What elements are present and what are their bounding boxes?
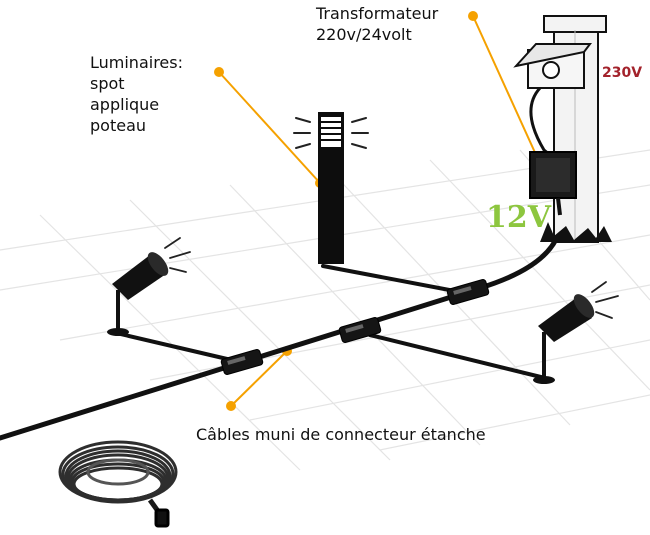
voltage-out-label: 12V xyxy=(486,200,552,235)
pillar-icon xyxy=(513,15,612,243)
luminaires-label: Luminaires: spot applique poteau xyxy=(90,52,183,136)
cables-label: Câbles muni de connecteur étanche xyxy=(196,425,486,444)
transformer-icon xyxy=(529,151,577,216)
transformer-label: Transformateur 220v/24volt xyxy=(316,3,438,45)
voltage-in-label: 230V xyxy=(602,65,643,81)
connector-icon xyxy=(220,279,490,375)
transformer-label-line-2: 220v/24volt xyxy=(316,25,412,44)
leader-lines xyxy=(218,15,543,407)
luminaires-label-spot: spot xyxy=(90,74,125,93)
cable-coil-icon xyxy=(58,440,178,528)
luminaires-label-poteau: poteau xyxy=(90,116,147,135)
bollard-light-icon xyxy=(293,112,369,264)
luminaires-label-applique: applique xyxy=(90,95,160,114)
luminaires-label-title: Luminaires: xyxy=(90,53,183,72)
spot-light-icon xyxy=(533,281,619,384)
cable-network xyxy=(0,197,565,441)
transformer-label-line-1: Transformateur xyxy=(316,4,439,23)
spot-light-icon xyxy=(107,237,191,336)
